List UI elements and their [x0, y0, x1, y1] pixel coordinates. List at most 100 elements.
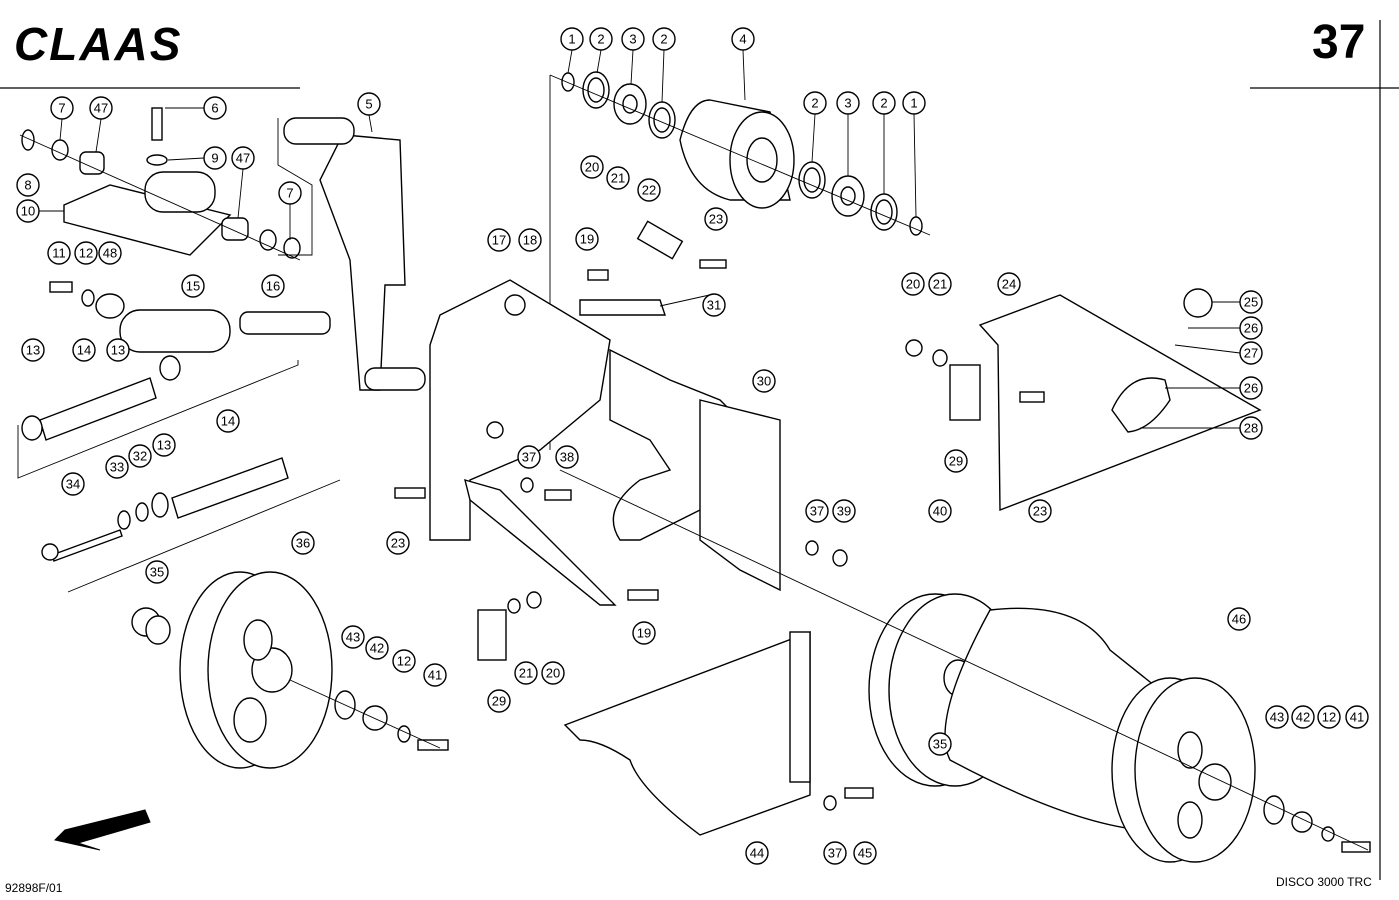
svg-text:11: 11 [52, 246, 66, 261]
callout-42b: 42 [1291, 705, 1315, 729]
svg-text:10: 10 [21, 204, 35, 219]
callout-1b: 1 [902, 91, 926, 115]
callout-12a: 12 [74, 241, 98, 265]
svg-text:36: 36 [296, 536, 310, 551]
parts-artwork [17, 71, 1371, 863]
svg-text:27: 27 [1244, 346, 1258, 361]
callout-27: 27 [1239, 341, 1263, 365]
svg-text:3: 3 [629, 32, 636, 47]
callout-31: 31 [702, 293, 726, 317]
callout-20b: 20 [541, 661, 565, 685]
callout-42a: 42 [365, 636, 389, 660]
svg-text:44: 44 [750, 846, 764, 861]
brand-logo: CLAAS [14, 18, 182, 70]
svg-text:48: 48 [103, 246, 117, 261]
svg-text:43: 43 [346, 630, 360, 645]
drawing-id: 92898F/01 [5, 881, 63, 895]
callout-44: 44 [745, 841, 769, 865]
svg-text:5: 5 [365, 97, 372, 112]
callout-12c: 12 [1317, 705, 1341, 729]
callout-21b: 21 [514, 661, 538, 685]
callout-43a: 43 [341, 625, 365, 649]
svg-text:23: 23 [709, 212, 723, 227]
callout-23a: 23 [704, 207, 728, 231]
callout-6: 6 [203, 96, 227, 120]
svg-text:39: 39 [837, 504, 851, 519]
callout-20c: 20 [901, 272, 925, 296]
callout-7b: 7 [278, 181, 302, 205]
svg-text:31: 31 [707, 298, 721, 313]
svg-text:34: 34 [66, 477, 80, 492]
callout-10: 10 [16, 199, 40, 223]
callout-3a: 3 [621, 27, 645, 51]
callout-29a: 29 [487, 689, 511, 713]
svg-text:2: 2 [660, 32, 667, 47]
svg-text:12: 12 [397, 654, 411, 669]
svg-text:46: 46 [1232, 612, 1246, 627]
callout-41b: 41 [1345, 705, 1369, 729]
svg-text:1: 1 [568, 32, 575, 47]
svg-text:18: 18 [523, 233, 537, 248]
callout-20a: 20 [580, 155, 604, 179]
callout-41a: 41 [423, 663, 447, 687]
callout-13c: 13 [152, 433, 176, 457]
svg-text:23: 23 [391, 536, 405, 551]
callout-37a: 37 [517, 445, 541, 469]
callout-23c: 23 [1028, 499, 1052, 523]
svg-text:21: 21 [611, 171, 625, 186]
callout-14b: 14 [216, 409, 240, 433]
svg-text:28: 28 [1244, 421, 1258, 436]
callout-22: 22 [637, 178, 661, 202]
svg-text:21: 21 [933, 277, 947, 292]
callout-40: 40 [928, 499, 952, 523]
svg-text:13: 13 [157, 438, 171, 453]
callout-37c: 37 [823, 841, 847, 865]
callout-5: 5 [357, 92, 381, 116]
svg-text:13: 13 [26, 343, 40, 358]
svg-text:41: 41 [1350, 710, 1364, 725]
callout-35b: 35 [928, 732, 952, 756]
page-number: 37 [1312, 16, 1365, 69]
svg-text:8: 8 [24, 178, 31, 193]
svg-text:13: 13 [111, 343, 125, 358]
svg-text:17: 17 [492, 233, 506, 248]
svg-text:14: 14 [221, 414, 235, 429]
callout-36: 36 [291, 531, 315, 555]
svg-text:37: 37 [522, 450, 536, 465]
callout-19b: 19 [632, 621, 656, 645]
svg-text:32: 32 [133, 449, 147, 464]
svg-text:20: 20 [585, 160, 599, 175]
callout-25: 25 [1239, 290, 1263, 314]
callout-3b: 3 [836, 91, 860, 115]
callout-28: 28 [1239, 416, 1263, 440]
svg-text:26: 26 [1244, 381, 1258, 396]
svg-text:3: 3 [844, 96, 851, 111]
svg-text:35: 35 [150, 565, 164, 580]
svg-text:6: 6 [211, 101, 218, 116]
svg-text:23: 23 [1033, 504, 1047, 519]
svg-text:29: 29 [949, 454, 963, 469]
svg-text:41: 41 [428, 668, 442, 683]
callout-29b: 29 [944, 449, 968, 473]
svg-text:43: 43 [1270, 710, 1284, 725]
callout-24: 24 [997, 272, 1021, 296]
callouts: 1 2 3 2 4 2 3 2 1 7 47 6 9 47 7 8 10 5 1… [16, 27, 1369, 865]
svg-text:12: 12 [1322, 710, 1336, 725]
svg-text:37: 37 [828, 846, 842, 861]
leader-lines [39, 49, 1241, 429]
callout-47b: 47 [231, 146, 255, 170]
svg-text:1: 1 [910, 96, 917, 111]
callout-13b: 13 [106, 338, 130, 362]
callout-23b: 23 [386, 531, 410, 555]
svg-text:29: 29 [492, 694, 506, 709]
callout-16: 16 [261, 274, 285, 298]
svg-text:42: 42 [370, 641, 384, 656]
svg-text:22: 22 [642, 183, 656, 198]
svg-text:7: 7 [286, 186, 293, 201]
svg-text:40: 40 [933, 504, 947, 519]
svg-text:26: 26 [1244, 321, 1258, 336]
callout-35a: 35 [145, 560, 169, 584]
callout-39: 39 [832, 499, 856, 523]
svg-text:30: 30 [757, 374, 771, 389]
